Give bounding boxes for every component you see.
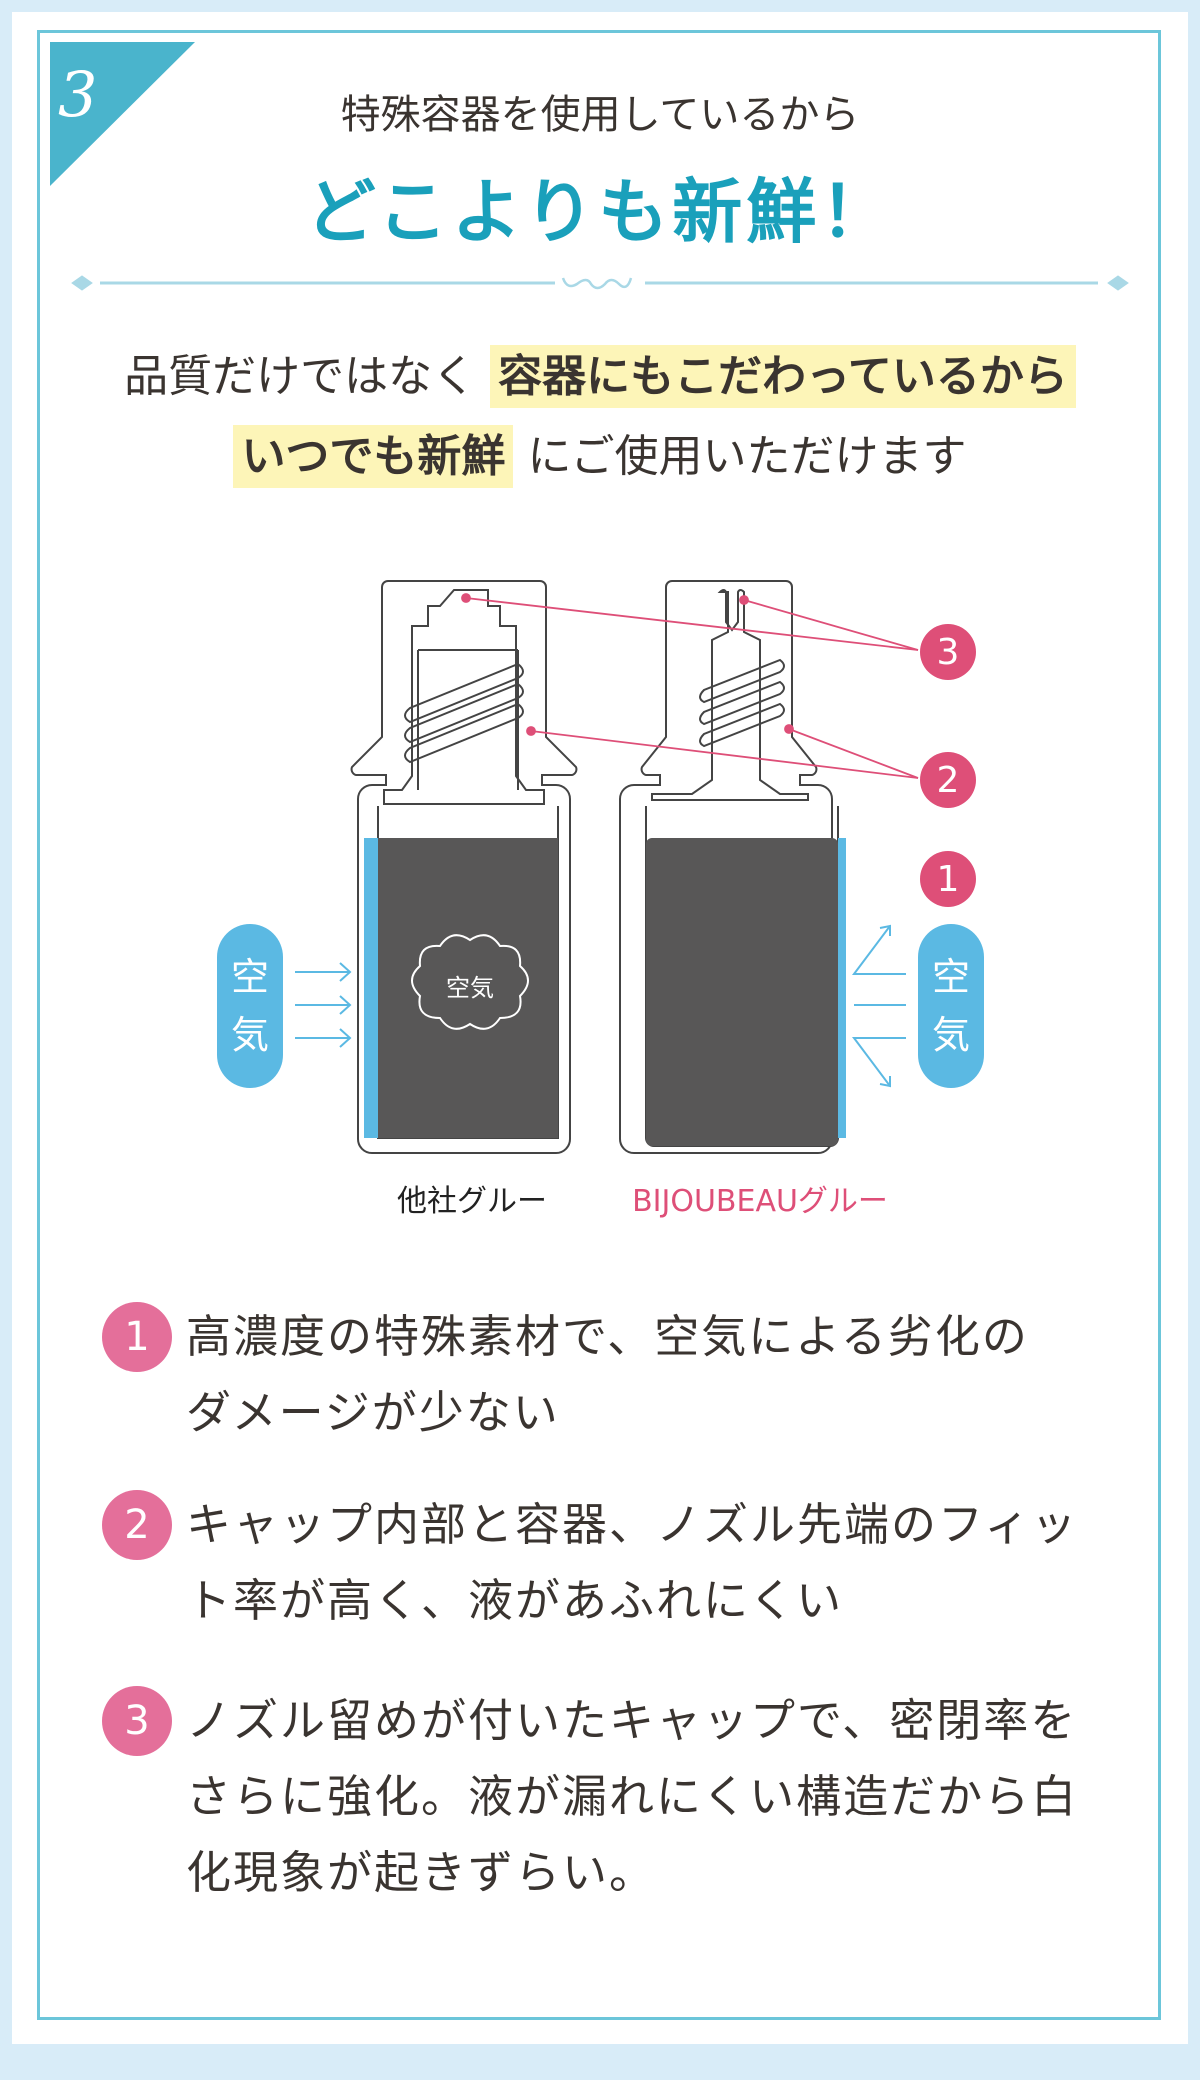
lead-highlight-1: 容器にもこだわっているから <box>490 345 1076 408</box>
cloud-label: 空気 <box>446 974 494 1002</box>
section-subtitle: 特殊容器を使用しているから <box>340 92 860 138</box>
feature-text-3: ノズル留めが付いたキャップで、密閉率を さらに強化。液が漏れにくい構造だから白 … <box>186 1683 1116 1911</box>
callout-badge-3: 3 <box>920 624 976 680</box>
feature-line: 化現象が起きずらい。 <box>186 1846 657 1899</box>
lead-line-1: 品質だけではなく 容器にもこだわっているから <box>0 340 1200 408</box>
air-char: 空 <box>230 955 269 999</box>
feature-badge-2: 2 <box>102 1490 172 1560</box>
air-penetration-strip <box>364 838 378 1138</box>
feature-text-2: キャップ内部と容器、ノズル先端のフィッ ト率が高く、液があふれにくい <box>186 1487 1116 1639</box>
feature-line: さらに強化。液が漏れにくい構造だから白 <box>186 1770 1079 1823</box>
ornamental-divider <box>71 275 1129 291</box>
card-frame <box>37 30 1161 2020</box>
bijoubeau-label: BIJOUBEAUグルー <box>632 1184 888 1219</box>
feature-text-1: 高濃度の特殊素材で、空気による劣化の ダメージが少ない <box>186 1299 1116 1451</box>
air-char: 気 <box>931 1013 970 1057</box>
air-inflow-arrows <box>295 962 352 1048</box>
feature-line: ノズル留めが付いたキャップで、密閉率を <box>186 1694 1078 1747</box>
air-pill-right: 空 気 <box>918 924 984 1088</box>
bijoubeau-liquid <box>646 838 838 1146</box>
feature-badge-3: 3 <box>102 1686 172 1756</box>
feature-badge-1: 1 <box>102 1302 172 1372</box>
lead-plain-2: にご使用いただけます <box>527 431 967 482</box>
section-number-corner <box>50 42 195 186</box>
section-number: 3 <box>58 58 98 131</box>
feature-line: ダメージが少ない <box>186 1386 560 1439</box>
callout-leader-lines <box>461 593 919 779</box>
callout-badge-2: 2 <box>920 752 976 808</box>
section-title: どこよりも新鮮！ <box>305 171 895 253</box>
feature-line: ト率が高く、液があふれにくい <box>186 1574 844 1627</box>
other-brand-label: 他社グルー <box>397 1184 547 1219</box>
air-char: 気 <box>230 1013 269 1057</box>
lead-highlight-2: いつでも新鮮 <box>233 425 514 488</box>
air-pill-left: 空 気 <box>217 924 283 1088</box>
air-blocked-arrows <box>852 924 906 1088</box>
feature-line: キャップ内部と容器、ノズル先端のフィッ <box>186 1498 1079 1551</box>
air-bubble-cloud <box>411 934 529 1030</box>
air-char: 空 <box>931 955 970 999</box>
callout-badge-1: 1 <box>920 851 976 907</box>
lead-plain-1: 品質だけではなく <box>124 351 477 402</box>
air-barrier-strip <box>838 838 846 1138</box>
lead-line-2: いつでも新鮮 にご使用いただけます <box>0 420 1200 488</box>
feature-line: 高濃度の特殊素材で、空気による劣化の <box>186 1310 1029 1363</box>
